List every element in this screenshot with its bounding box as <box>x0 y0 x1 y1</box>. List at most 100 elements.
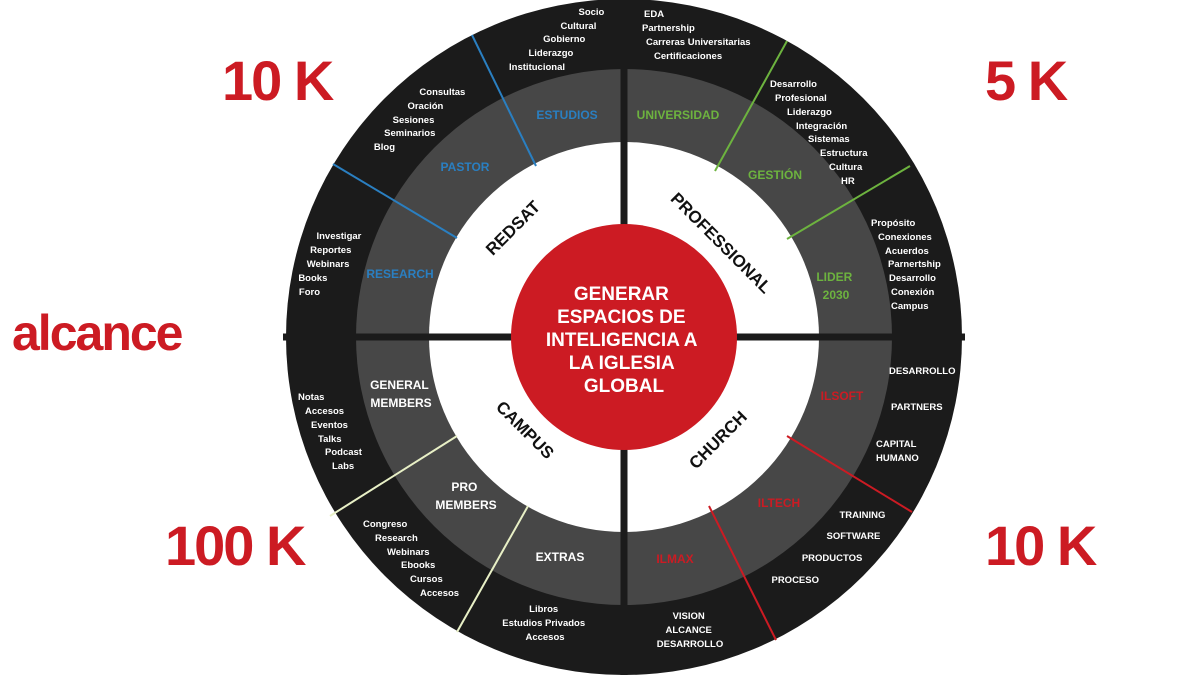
list-item: HR <box>841 176 855 187</box>
center-line: ESPACIOS DE <box>557 307 685 328</box>
list-lider: Propósito Conexiones Acuerdos Parnertshi… <box>871 218 943 312</box>
list-item: Profesional <box>775 93 827 104</box>
list-item: Socio <box>578 7 604 18</box>
list-item: Consultas <box>419 87 465 98</box>
list-item: Gobierno <box>543 34 585 45</box>
segment-label-iltech: ILTECH <box>758 496 800 510</box>
center-line: GLOBAL <box>584 376 665 397</box>
center-line: INTELIGENCIA A <box>546 330 698 351</box>
list-item: Estructura <box>820 148 868 159</box>
list-item: ALCANCE <box>665 625 711 636</box>
reach-top-left: 10 K <box>222 49 334 112</box>
list-item: Blog <box>374 142 395 153</box>
separator-gestion-lider <box>786 165 911 240</box>
list-item: HUMANO <box>876 453 919 464</box>
segment-label-ilmax: ILMAX <box>656 552 693 566</box>
list-item: Parnertship <box>888 259 941 270</box>
list-item: Cultural <box>560 21 596 32</box>
list-item: Podcast <box>325 447 363 458</box>
list-item: PROCESO <box>771 575 819 586</box>
list-item: DESARROLLO <box>657 639 724 650</box>
list-item: Conexiones <box>878 232 932 243</box>
list-item: Accesos <box>525 632 564 643</box>
list-item: DESARROLLO <box>889 366 956 377</box>
list-item: TRAINING <box>839 510 885 521</box>
list-item: Reportes <box>310 245 351 256</box>
list-item: Foro <box>299 287 320 298</box>
center-line: GENERAR <box>574 284 669 305</box>
separator-pro-extras <box>456 505 529 633</box>
list-extras: Libros Estudios Privados Accesos <box>502 604 588 643</box>
list-item: Accesos <box>305 406 344 417</box>
reach-bottom-right: 10 K <box>985 514 1097 577</box>
list-item: SOFTWARE <box>827 531 881 542</box>
list-iltech: TRAINING SOFTWARE PRODUCTOS PROCESO <box>771 510 888 586</box>
segment-label-estudios: ESTUDIOS <box>536 108 597 122</box>
list-item: Campus <box>891 301 928 312</box>
list-item: Institucional <box>509 62 565 73</box>
list-item: VISION <box>673 611 705 622</box>
list-pro-members: Congreso Research Webinars Ebooks Cursos… <box>363 519 459 599</box>
separator-estudios-pastor <box>471 34 537 167</box>
list-item: Cultura <box>829 162 863 173</box>
segment-label-general-members: GENERAL MEMBERS <box>370 378 432 410</box>
list-item: Carreras Universitarias <box>646 37 751 48</box>
segment-label-research: RESEARCH <box>366 267 433 281</box>
list-item: Integración <box>796 121 847 132</box>
separator-universidad-gestion <box>714 40 788 172</box>
list-item: Desarrollo <box>770 79 817 90</box>
list-item: Books <box>298 273 327 284</box>
segment-label-extras: EXTRAS <box>536 550 585 564</box>
list-item: PARTNERS <box>891 402 943 413</box>
center-circle <box>511 224 737 450</box>
list-item: EDA <box>644 9 664 20</box>
list-item: Eventos <box>311 420 348 431</box>
list-item: Sesiones <box>393 115 435 126</box>
list-general-members: Notas Accesos Eventos Talks Podcast Labs <box>298 392 365 472</box>
list-item: Partnership <box>642 23 695 34</box>
list-item: Labs <box>332 461 354 472</box>
segment-label-pastor: PASTOR <box>441 160 490 174</box>
list-item: Seminarios <box>384 128 435 139</box>
list-item: CAPITAL <box>876 439 917 450</box>
list-universidad: EDA Partnership Carreras Universitarias … <box>642 9 753 62</box>
list-item: Accesos <box>420 588 459 599</box>
list-item: Liderazgo <box>787 107 832 118</box>
list-item: Talks <box>318 434 342 445</box>
separator-iltech-ilmax <box>708 505 777 641</box>
brand-logo-alcance: alcance <box>12 305 183 361</box>
list-item: Acuerdos <box>885 246 929 257</box>
segment-label-gestion: GESTIÓN <box>748 167 802 182</box>
list-item: Oración <box>407 101 443 112</box>
list-item: Cursos <box>410 574 443 585</box>
list-item: Certificaciones <box>654 51 722 62</box>
segment-label-universidad: UNIVERSIDAD <box>637 108 720 122</box>
reach-bottom-left: 100 K <box>165 514 306 577</box>
list-item: Desarrollo <box>889 273 936 284</box>
list-item: Propósito <box>871 218 916 229</box>
list-ilsoft: DESARROLLO PARTNERS CAPITAL HUMANO <box>876 366 958 464</box>
list-item: Notas <box>298 392 324 403</box>
list-item: Ebooks <box>401 560 435 571</box>
center-line: LA IGLESIA <box>569 353 675 374</box>
list-item: Congreso <box>363 519 408 530</box>
list-item: Webinars <box>307 259 350 270</box>
list-item: Liderazgo <box>528 48 573 59</box>
separator-ilsoft-iltech <box>786 435 913 513</box>
reach-top-right: 5 K <box>985 49 1068 112</box>
list-item: Research <box>375 533 418 544</box>
segment-label-lider: LIDER 2030 <box>816 270 855 302</box>
list-item: Libros <box>529 604 558 615</box>
list-item: PRODUCTOS <box>802 553 863 564</box>
list-ilmax: VISION ALCANCE DESARROLLO <box>657 611 724 650</box>
list-research: Investigar Reportes Webinars Books Foro <box>298 231 364 298</box>
list-pastor: Consultas Oración Sesiones Seminarios Bl… <box>374 87 468 153</box>
list-item: Conexión <box>891 287 934 298</box>
list-item: Webinars <box>387 547 430 558</box>
list-item: Investigar <box>316 231 361 242</box>
list-estudios: Socio Cultural Gobierno Liderazgo Instit… <box>509 7 607 73</box>
list-gestion: Desarrollo Profesional Liderazgo Integra… <box>770 79 870 187</box>
list-item: Estudios Privados <box>502 618 585 629</box>
list-item: Sistemas <box>808 134 850 145</box>
